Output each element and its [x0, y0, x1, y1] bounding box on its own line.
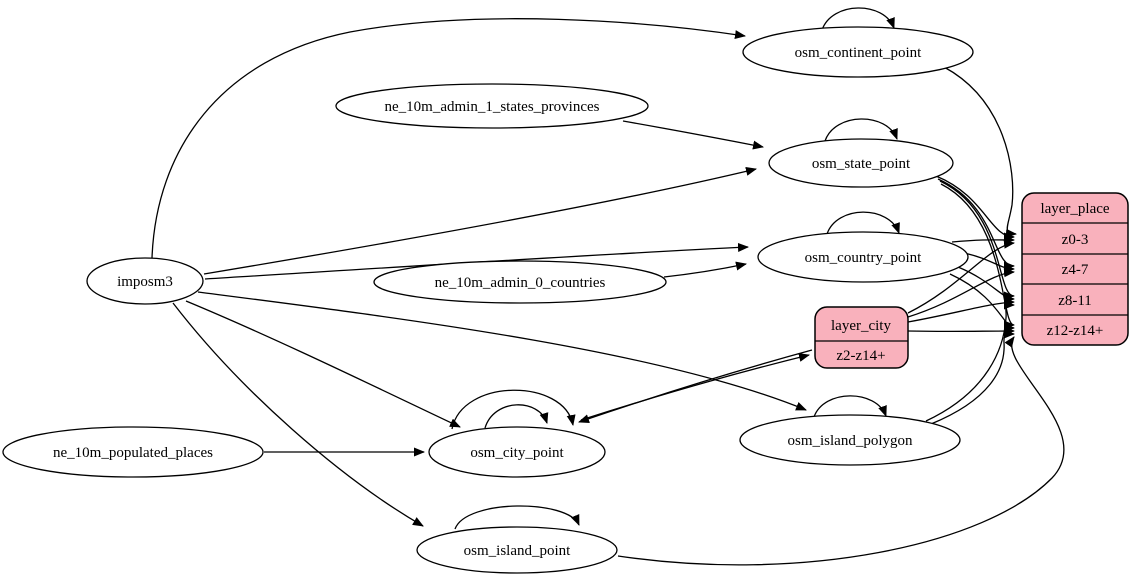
selfloop-osm_continent_point — [821, 7, 895, 31]
edge-imposm3-osm_island_polygon — [197, 291, 807, 411]
selfloop-osm_island_polygon — [813, 395, 887, 418]
node-osm_country_point: osm_country_point — [757, 231, 969, 283]
osm_island_polygon-label: osm_island_polygon — [787, 433, 913, 449]
edge-osm_city_point-layer_city — [580, 353, 810, 421]
edge-group — [151, 7, 1065, 566]
layer_place-shape — [1021, 192, 1129, 346]
node-layer_place: layer_place z0-3 z4-7 z8-11 z12-z14+ — [1021, 192, 1129, 346]
node-osm_state_point: osm_state_point — [768, 138, 954, 188]
layer_place-header-label: layer_place — [1040, 201, 1109, 217]
edge-imposm3-osm_continent_point — [151, 18, 746, 259]
layer_city-header-label: layer_city — [831, 318, 891, 334]
layer_place-row-z12-z14: z12-z14+ — [1047, 323, 1104, 339]
osm_continent_point-label: osm_continent_point — [795, 45, 922, 61]
osm_country_point-label: osm_country_point — [805, 250, 922, 266]
osm_state_point-label: osm_state_point — [812, 156, 911, 172]
selfloop-osm_city_point-inner — [484, 404, 549, 429]
ne_10m_admin_0_countries-shape — [373, 260, 667, 304]
edge-imposm3-osm_island_point — [172, 302, 424, 527]
edge-osm_island_polygon-layer_place-z12-z14 — [930, 329, 1015, 425]
edge-osm_continent_point-layer_place-z0-3 — [943, 66, 1017, 238]
node-imposm3: imposm3 — [86, 257, 204, 305]
node-ne_10m_admin_0_countries: ne_10m_admin_0_countries — [373, 260, 667, 304]
ne_10m_populated_places-shape — [2, 426, 264, 478]
node-osm_continent_point: osm_continent_point — [742, 26, 974, 78]
edge-osm_island_polygon-layer_place-z8-11 — [925, 300, 1015, 422]
edge-osm_island_point-layer_place-z12-z14 — [617, 336, 1065, 566]
edge-ne_10m_admin_1_states_provinces-osm_state_point — [622, 120, 764, 150]
osm_city_point-label: osm_city_point — [470, 445, 564, 461]
osm_island_polygon-shape — [739, 414, 961, 466]
selfloop-osm_city_point-outer — [451, 389, 576, 430]
osm_island_point-shape — [416, 526, 618, 574]
layer_city-shape — [814, 306, 909, 369]
osm_city_point-shape — [428, 426, 606, 478]
edge-layer_city-layer_place-z0-3 — [907, 239, 1015, 314]
layer_place-row-z0-3: z0-3 — [1062, 232, 1089, 248]
edge-osm_state_point-layer_place-z8-11 — [939, 180, 1015, 301]
node-osm_island_point: osm_island_point — [416, 526, 618, 574]
imposm3-label: imposm3 — [117, 274, 173, 290]
edge-layer_city-osm_city_point — [578, 349, 813, 424]
osm_state_point-shape — [768, 138, 954, 188]
ne_10m_admin_1_states_provinces-shape — [335, 83, 649, 129]
node-osm_island_polygon: osm_island_polygon — [739, 414, 961, 466]
osm_continent_point-shape — [742, 26, 974, 78]
node-layer_city: layer_city z2-z14+ — [814, 306, 909, 369]
edge-imposm3-osm_state_point — [203, 166, 757, 275]
layer_place-row-z4-7: z4-7 — [1062, 262, 1089, 278]
selfloop-osm_state_point — [824, 118, 898, 142]
edge-ne_10m_admin_0_countries-osm_country_point — [663, 261, 747, 278]
node-osm_city_point: osm_city_point — [428, 426, 606, 478]
imposm3-shape — [86, 257, 204, 305]
edge-imposm3-osm_city_point — [185, 300, 461, 428]
selfloop-osm_island_point — [454, 505, 580, 530]
node-ne_10m_populated_places: ne_10m_populated_places — [2, 426, 264, 478]
ne_10m_populated_places-label: ne_10m_populated_places — [53, 445, 213, 461]
edge-layer_city-layer_place-z4-7 — [907, 268, 1015, 318]
edge-osm_country_point-layer_place-z0-3 — [951, 235, 1015, 245]
osm_island_point-label: osm_island_point — [464, 543, 572, 559]
layer_place-row-z8-11: z8-11 — [1058, 293, 1092, 309]
edge-osm_state_point-layer_place-z12-z14 — [940, 183, 1015, 330]
ne_10m_admin_1_states_provinces-label: ne_10m_admin_1_states_provinces — [385, 99, 600, 115]
selfloop-osm_country_point — [826, 211, 900, 235]
edge-osm_state_point-layer_place-z4-7 — [937, 178, 1015, 271]
node-ne_10m_admin_1_states_provinces: ne_10m_admin_1_states_provinces — [335, 83, 649, 129]
osm_country_point-shape — [757, 231, 969, 283]
layer_city-row-z2-z14: z2-z14+ — [836, 348, 885, 364]
ne_10m_admin_0_countries-label: ne_10m_admin_0_countries — [435, 275, 606, 291]
